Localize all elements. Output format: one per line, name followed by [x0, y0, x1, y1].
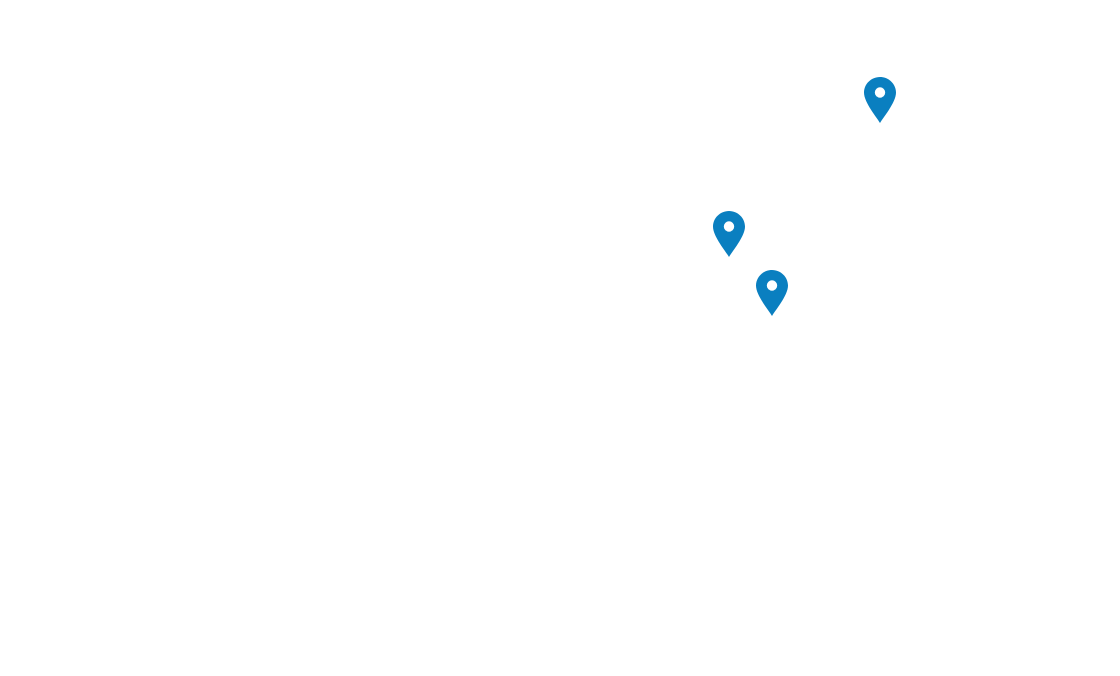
map-marker[interactable] — [863, 76, 897, 124]
map-marker[interactable] — [755, 269, 789, 317]
map-marker-icon — [864, 77, 896, 123]
map-marker-icon — [756, 270, 788, 316]
map-marker-icon — [713, 211, 745, 257]
map-marker[interactable] — [712, 210, 746, 258]
